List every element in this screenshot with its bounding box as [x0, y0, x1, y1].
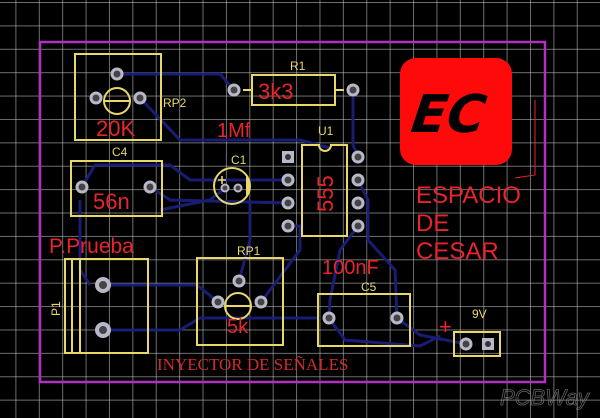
board-title: INYECTOR DE SEÑALES [157, 355, 348, 374]
pad [281, 219, 295, 233]
component-rp2[interactable]: 20K RP2 [74, 53, 187, 141]
p1-value: P.Prueba [49, 235, 134, 258]
c4-footprint [70, 160, 163, 217]
c1-ref: C1 [231, 153, 247, 167]
pad [351, 196, 365, 210]
brand-line-2: DE [416, 210, 449, 237]
component-c4[interactable]: C4 56n [70, 145, 163, 217]
u1-value: 555 [313, 175, 338, 212]
pad [233, 183, 243, 193]
pad [281, 196, 295, 210]
brand-line-1: ESPACIO [416, 182, 521, 209]
power-footprint [453, 331, 501, 357]
r1-ref: R1 [290, 59, 306, 73]
pad [143, 180, 157, 194]
pad [89, 91, 103, 105]
rp2-value: 20K [96, 116, 135, 141]
electrolytic-cap-icon [213, 167, 251, 205]
polarity-plus: + [439, 314, 452, 339]
watermark: PCBWay [500, 385, 591, 410]
p1-ref: P1 [49, 301, 63, 316]
rp1-footprint [196, 257, 284, 346]
pad [351, 150, 365, 164]
u1-footprint [301, 144, 348, 237]
power-ref: 9V [472, 307, 487, 321]
component-u1[interactable]: U1 555 [281, 124, 365, 237]
u1-ref: U1 [318, 124, 334, 138]
ec-logo: EC [400, 58, 536, 179]
c4-value: 56n [93, 189, 130, 214]
r1-value: 3k3 [258, 79, 293, 104]
pad [75, 180, 89, 194]
rp2-footprint [74, 53, 162, 141]
pad [95, 277, 111, 293]
pad [95, 322, 111, 338]
pad [346, 83, 360, 97]
pad [281, 173, 295, 187]
c5-value: 100nF [322, 257, 379, 279]
c1-value: 1Mf [217, 120, 251, 142]
c5-footprint [317, 293, 411, 347]
pad [220, 183, 230, 193]
pad [322, 311, 336, 325]
component-r1[interactable]: 3k3 R1 [227, 59, 360, 106]
p1-footprint [64, 258, 149, 354]
rp2-ref: RP2 [163, 96, 187, 110]
rp1-ref: RP1 [237, 244, 261, 258]
pad [351, 173, 365, 187]
brand-line-3: CESAR [416, 238, 499, 265]
pad [254, 295, 268, 309]
component-p1[interactable]: P.Prueba P1 [49, 235, 149, 354]
pad [459, 337, 473, 351]
logo-text: EC [408, 85, 490, 145]
rp1-value: 5k [227, 316, 249, 338]
pad [211, 295, 225, 309]
plus-icon [218, 176, 226, 184]
component-c1[interactable]: 1Mf C1 [213, 120, 251, 205]
pad [110, 67, 124, 81]
power-connector[interactable]: + 9V [439, 307, 501, 357]
pad [232, 274, 246, 288]
c5-ref: C5 [361, 280, 377, 294]
pad [227, 83, 241, 97]
pad [133, 91, 147, 105]
c4-ref: C4 [112, 145, 128, 159]
board-outline [38, 40, 547, 384]
pad [390, 311, 404, 325]
component-rp1[interactable]: RP1 5k [196, 244, 284, 346]
component-c5[interactable]: 100nF C5 [317, 257, 411, 347]
pad [351, 219, 365, 233]
